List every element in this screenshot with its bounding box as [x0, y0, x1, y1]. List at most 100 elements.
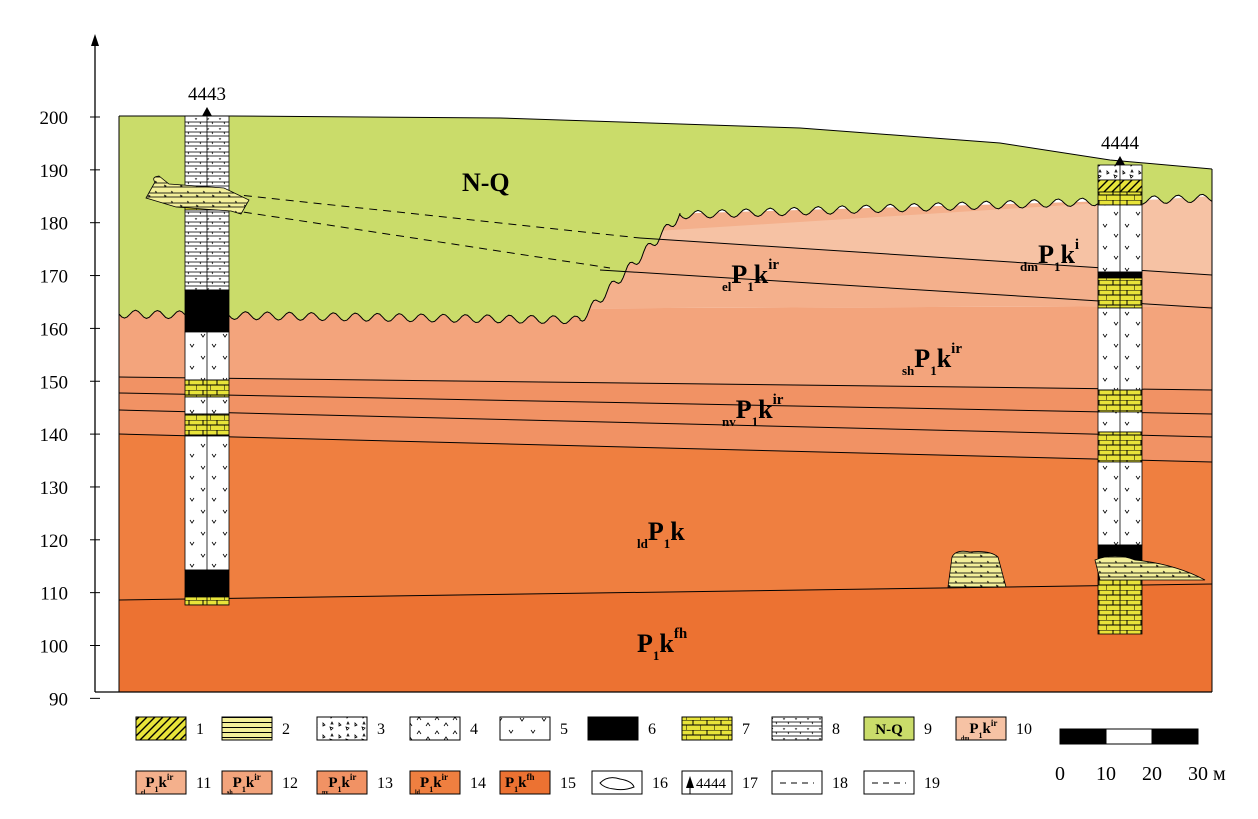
legend-swatch-text: 4444	[696, 776, 727, 792]
legend-swatch	[409, 716, 461, 741]
y-tick-label: 120	[40, 531, 69, 552]
y-tick-label: 180	[40, 214, 69, 235]
legend-formula-main1: P	[969, 721, 978, 737]
legend-number: 1	[196, 721, 204, 738]
unit-label-dm: dmP1ki	[1020, 237, 1079, 274]
legend-number: 3	[377, 721, 385, 738]
legend-formula-sub1: 1	[155, 785, 159, 794]
unit-label-el-pre: el	[722, 279, 732, 294]
unit-label-dm-main2: k	[1060, 240, 1075, 269]
legend-number: 12	[282, 775, 298, 792]
legend-formula-main2: k	[246, 775, 255, 791]
legend-formula-main1: P	[505, 775, 514, 791]
boundary-line	[118, 583, 1213, 601]
well-marker-icon	[202, 107, 212, 116]
y-tick-label: 110	[40, 584, 68, 605]
legend-swatch	[409, 770, 461, 795]
legend-swatch-text: N-Q	[875, 722, 903, 738]
legend-formula-main1: P	[328, 775, 337, 791]
scale-label: 20	[1142, 763, 1162, 785]
legend-formula-sub1: 1	[338, 785, 342, 794]
unit-label-ld-main1: P	[648, 517, 664, 546]
legend-swatch-formula: dmP1kir	[961, 718, 997, 742]
unit-label-ld-main2: k	[670, 517, 685, 546]
scale-bar-segment	[1151, 728, 1199, 745]
legend-formula-pre: sh	[227, 790, 233, 796]
legend-formula-main1: P	[420, 775, 429, 791]
legend-swatch	[955, 716, 1007, 741]
unit-label-el-sub1: 1	[747, 279, 754, 294]
legend-swatch	[499, 770, 551, 795]
unit-label-nv: nvP1kir	[722, 392, 784, 429]
legend-formula-main2: k	[518, 775, 527, 791]
unit-label-sh-pre: sh	[902, 363, 915, 378]
legend-swatch-formula: P1kfh	[505, 772, 535, 794]
unit-label-dm-pre: dm	[1020, 259, 1038, 274]
legend-swatch	[221, 770, 273, 795]
legend-swatch	[221, 716, 273, 741]
legend-formula-sub1: 1	[429, 785, 433, 794]
well-label: 4444	[1101, 133, 1140, 154]
well-marker-icon	[1115, 156, 1125, 165]
correlation-dashed-line	[229, 193, 641, 239]
y-tick-label: 90	[49, 689, 68, 710]
unit-label-nv-main2: k	[758, 395, 773, 424]
legend-formula-main2: k	[159, 775, 168, 791]
legend-swatch-formula: nvP1kir	[322, 772, 356, 796]
unit-label-ld-pre: ld	[637, 536, 649, 551]
legend-swatch	[681, 770, 733, 795]
legend-formula-sup: ir	[254, 772, 261, 782]
boundary-line	[118, 409, 1213, 438]
legend-well-marker-icon	[686, 776, 694, 788]
legend-number: 14	[470, 775, 486, 792]
legend-swatch	[681, 716, 733, 741]
legend-swatch	[135, 716, 187, 741]
unit-label-fh-sub1: 1	[653, 648, 660, 663]
well-label: 4443	[188, 84, 226, 105]
scale-label: 10	[1096, 763, 1116, 785]
legend-swatch	[771, 716, 823, 741]
y-tick-label: 130	[40, 478, 69, 499]
legend-number: 17	[742, 775, 758, 792]
unit-label-dm-main1: P	[1038, 240, 1054, 269]
legend-formula-sub1: 1	[514, 785, 518, 794]
unit-label-sh-sup: ir	[951, 341, 962, 357]
legend-number: 11	[196, 775, 211, 792]
lens-body	[947, 550, 1007, 588]
scale-bar-segment	[1059, 728, 1107, 745]
legend-swatch	[135, 770, 187, 795]
unit-label-nv-sup: ir	[773, 392, 784, 408]
unit-sh-layer	[119, 306, 1212, 390]
legend-lens-icon	[599, 777, 635, 791]
unit-label-nv-main1: P	[736, 395, 752, 424]
unit-label-ld-sub1: 1	[664, 536, 671, 551]
legend-number: 13	[377, 775, 393, 792]
unit-label-sh-sub1: 1	[930, 363, 937, 378]
legend-formula-sup: ir	[442, 772, 449, 782]
y-tick-label: 140	[40, 425, 69, 446]
lens-body	[145, 175, 250, 215]
legend-number: 9	[924, 721, 932, 738]
unit-label-nq: N-Q	[462, 168, 510, 197]
unit-label-nv-sub1: 1	[752, 414, 759, 429]
legend-number: 10	[1016, 721, 1032, 738]
legend-number: 8	[832, 721, 840, 738]
unit-label-el-main2: k	[754, 260, 769, 289]
y-tick-label: 200	[40, 108, 69, 129]
legend-formula-main1: P	[145, 775, 154, 791]
ground-surface-line	[119, 115, 1213, 170]
legend-swatch	[587, 716, 639, 741]
legend-swatch-formula: ldP1kir	[415, 772, 448, 796]
unit-label-el: elP1kir	[722, 257, 779, 294]
legend-number: 15	[560, 775, 576, 792]
y-tick-label: 100	[40, 637, 69, 658]
legend-number: 19	[924, 775, 940, 792]
legend-swatch	[316, 770, 368, 795]
unit-label-ld: ldP1k	[637, 517, 685, 551]
legend-formula-sub1: 1	[979, 731, 983, 740]
y-tick-label: 170	[40, 267, 69, 288]
unit-label-dm-sup: i	[1075, 237, 1079, 253]
unconformity-line	[118, 193, 1213, 325]
